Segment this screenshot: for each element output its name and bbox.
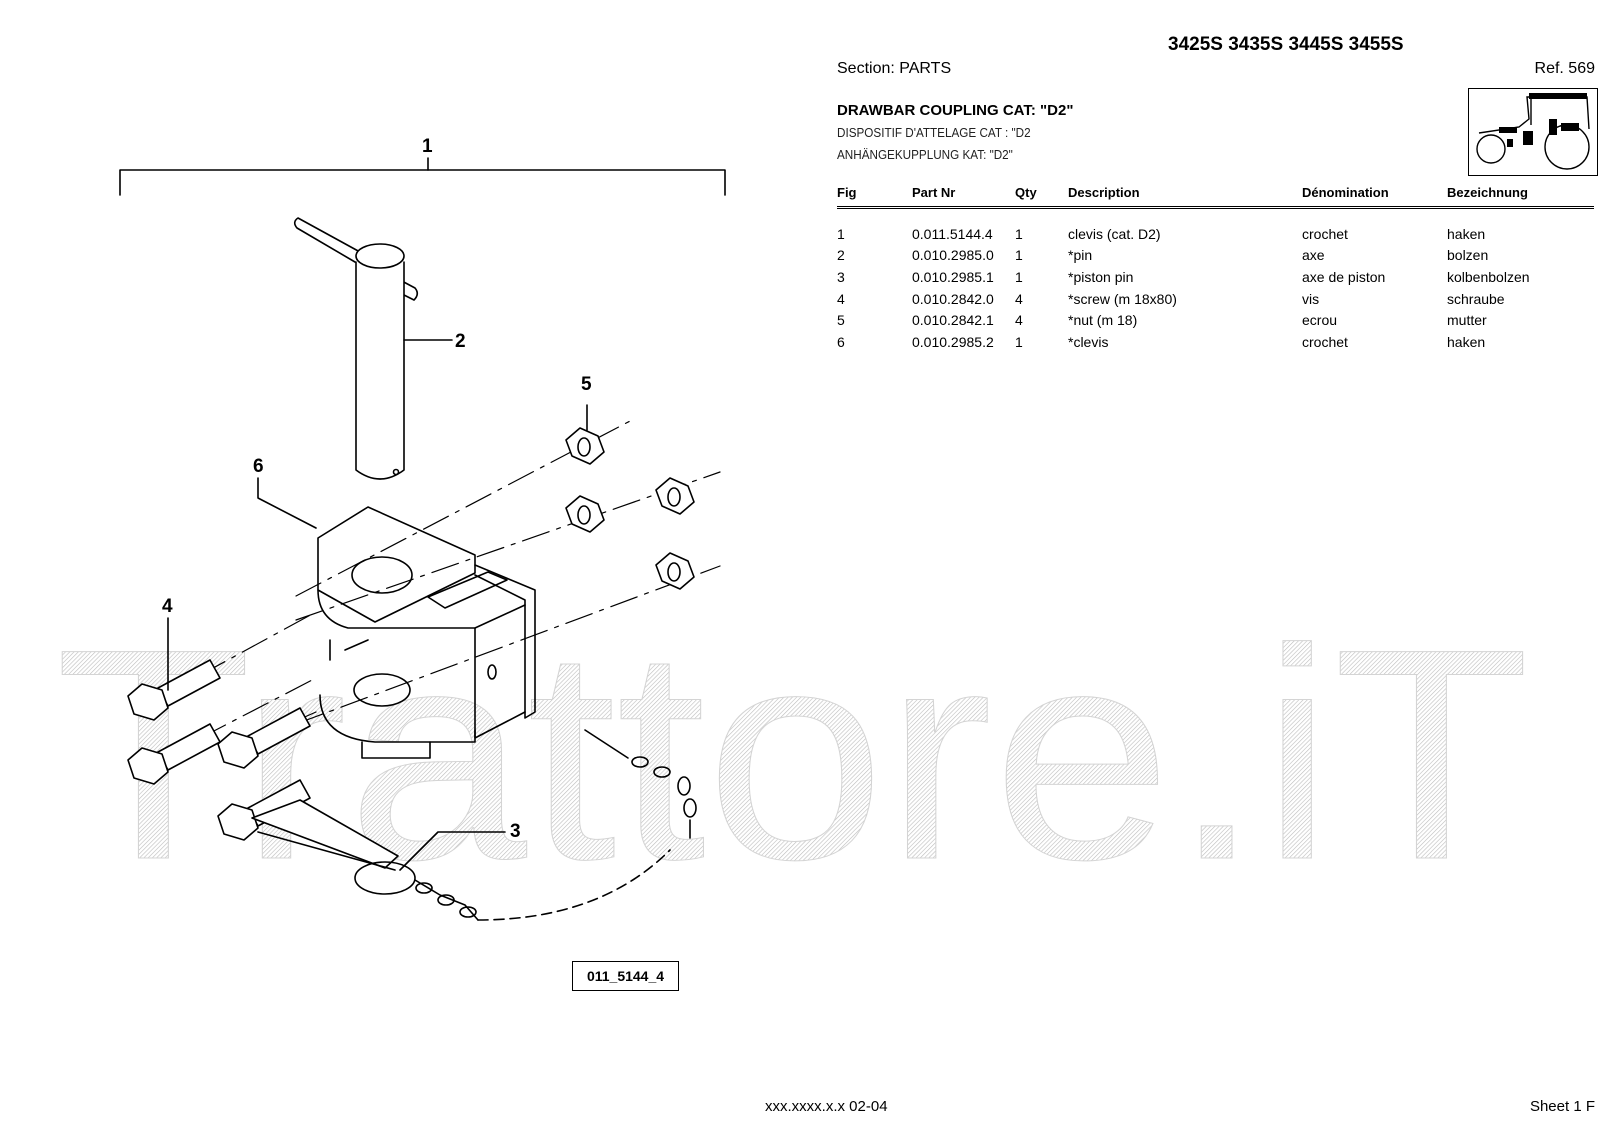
cell-description: clevis (cat. D2) <box>1068 225 1161 242</box>
table-row: 2 0.010.2985.0 1 *pin axe bolzen <box>837 245 1594 267</box>
section-label: Section: PARTS <box>837 60 952 77</box>
cell-fig: 1 <box>837 225 845 242</box>
cell-qty: 1 <box>1015 225 1023 242</box>
cell-denomination: ecrou <box>1302 312 1338 329</box>
cell-fig: 4 <box>837 290 845 307</box>
cell-part-nr: 0.010.2842.1 <box>912 312 994 329</box>
cell-part-nr: 0.011.5144.4 <box>912 225 993 242</box>
cell-denomination: crochet <box>1302 333 1348 350</box>
pin-part <box>293 217 453 480</box>
cell-description: *nut (m 18) <box>1068 312 1138 329</box>
cell-part-nr: 0.010.2985.2 <box>912 333 994 350</box>
piston-pin-part <box>251 729 697 921</box>
watermark: Trattore.iT <box>55 586 1530 922</box>
cell-bezeichnung: haken <box>1447 333 1486 350</box>
callout-2: 2 <box>455 331 466 352</box>
parts-table: Fig Part Nr Qty Description Dénomination… <box>837 182 1594 353</box>
table-row: 5 0.010.2842.1 4 *nut (m 18) ecrou mutte… <box>837 309 1594 331</box>
cell-qty: 1 <box>1015 333 1023 350</box>
cell-qty: 4 <box>1015 290 1023 307</box>
cell-denomination: axe <box>1302 247 1325 264</box>
sheet-label: Sheet 1 F <box>1529 1098 1595 1115</box>
cell-denomination: axe de piston <box>1302 268 1386 285</box>
cell-fig: 2 <box>837 247 845 264</box>
page-title: DRAWBAR COUPLING CAT: "D2" <box>837 102 1074 119</box>
diagram-code-label: 011_5144_4 <box>572 961 679 991</box>
col-header-description: Description <box>1068 182 1302 209</box>
col-header-bezeichnung: Bezeichnung <box>1447 182 1594 209</box>
cell-denomination: crochet <box>1302 225 1348 242</box>
tractor-icon <box>1476 93 1590 170</box>
cell-description: *pin <box>1068 247 1093 264</box>
footer-code: xxx.xxxx.x.x 02-04 <box>765 1098 888 1115</box>
cell-qty: 1 <box>1015 268 1023 285</box>
page-title-fr: DISPOSITIF D'ATTELAGE CAT : "D2 <box>837 125 1031 140</box>
cell-fig: 5 <box>837 312 845 329</box>
tractor-thumbnail <box>1468 88 1598 176</box>
table-row: 1 0.011.5144.4 1 clevis (cat. D2) croche… <box>837 208 1594 245</box>
cell-part-nr: 0.010.2985.1 <box>912 268 994 285</box>
table-row: 4 0.010.2842.0 4 *screw (m 18x80) vis sc… <box>837 288 1594 310</box>
cell-fig: 6 <box>837 333 845 350</box>
nut-part <box>565 404 695 590</box>
clevis-part <box>257 477 536 759</box>
cell-bezeichnung: bolzen <box>1447 247 1489 264</box>
cell-description: *screw (m 18x80) <box>1068 290 1177 307</box>
model-list: 3425S 3435S 3445S 3455S <box>1168 34 1404 55</box>
callout-4: 4 <box>162 596 173 617</box>
table-row: 3 0.010.2985.1 1 *piston pin axe de pist… <box>837 266 1594 288</box>
ref-number: Ref. 569 <box>1534 60 1595 77</box>
table-row: 6 0.010.2985.2 1 *clevis crochet haken <box>837 331 1594 353</box>
callout-6: 6 <box>253 456 264 477</box>
cell-description: *piston pin <box>1068 268 1134 285</box>
table-header-row: Fig Part Nr Qty Description Dénomination… <box>837 182 1594 209</box>
col-header-qty: Qty <box>1015 182 1068 209</box>
cell-qty: 1 <box>1015 247 1023 264</box>
cell-bezeichnung: haken <box>1447 225 1486 242</box>
cell-bezeichnung: kolbenbolzen <box>1447 268 1530 285</box>
cell-denomination: vis <box>1302 290 1320 307</box>
callout-3: 3 <box>510 821 521 842</box>
cell-part-nr: 0.010.2985.0 <box>912 247 994 264</box>
callout-1: 1 <box>422 136 433 157</box>
cell-part-nr: 0.010.2842.0 <box>912 290 994 307</box>
cell-fig: 3 <box>837 268 845 285</box>
cell-description: *clevis <box>1068 333 1109 350</box>
cell-bezeichnung: schraube <box>1447 290 1505 307</box>
col-header-fig: Fig <box>837 182 912 209</box>
callout-5: 5 <box>581 374 592 395</box>
col-header-part-nr: Part Nr <box>912 182 1015 209</box>
screw-part <box>127 617 311 841</box>
col-header-denomination: Dénomination <box>1302 182 1447 209</box>
cell-bezeichnung: mutter <box>1447 312 1487 329</box>
assembly-bracket <box>119 169 726 196</box>
cell-qty: 4 <box>1015 312 1023 329</box>
page-title-de: ANHÄNGEKUPPLUNG KAT: "D2" <box>837 147 1013 162</box>
